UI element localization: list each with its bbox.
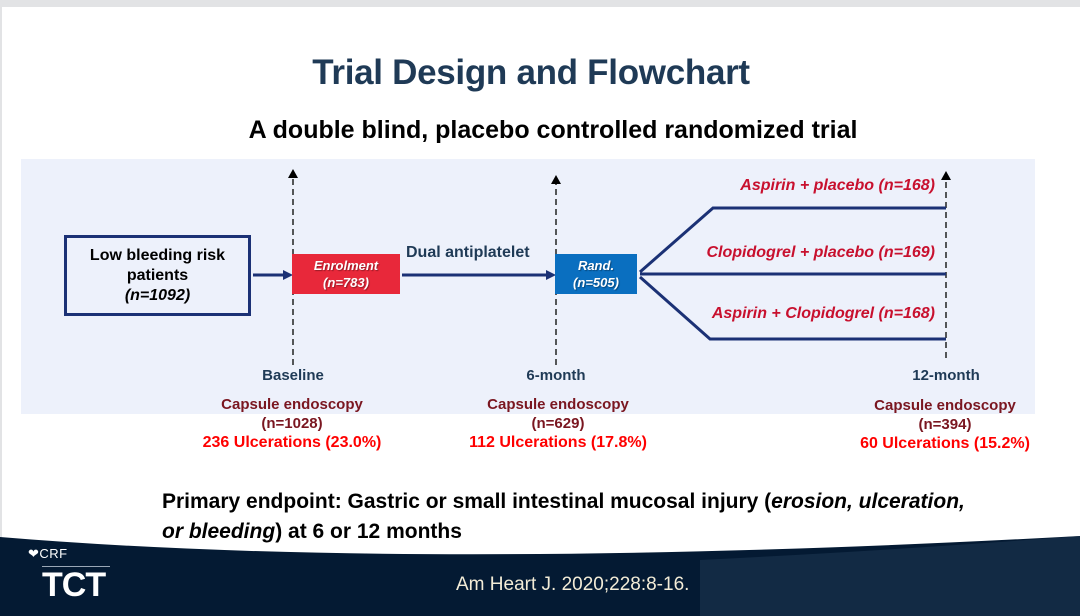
slide-subtitle: A double blind, placebo controlled rando… — [248, 116, 858, 144]
timepoint-label: 12-month — [912, 367, 980, 384]
citation: Am Heart J. 2020;228:8-16. — [456, 574, 690, 595]
primary-endpoint: Primary endpoint: Gastric or small intes… — [162, 487, 982, 547]
arm-label: Aspirin + Clopidogrel (n=168) — [711, 305, 935, 322]
exam-n: (n=1028) — [261, 415, 323, 432]
slide-title: Trial Design and Flowchart — [312, 53, 750, 92]
exam-n: (n=629) — [531, 415, 585, 432]
crf-logo: ❤CRF — [28, 546, 68, 562]
ulceration-result: 236 Ulcerations (23.0%) — [202, 434, 382, 451]
enrolment-box: Enrolment (n=783) — [292, 254, 400, 294]
timepoint-endoscopy: Capsule endoscopy (n=394) 60 Ulcerations… — [825, 396, 1065, 453]
exam-label: Capsule endoscopy — [221, 396, 363, 413]
arrowhead-baseline-icon — [288, 169, 298, 178]
endpoint-italic: erosion, ulceration, or bleeding — [162, 490, 965, 543]
arrowhead-enrolment-icon — [283, 270, 293, 280]
exam-label: Capsule endoscopy — [874, 397, 1016, 414]
footer-band-shade — [700, 536, 1080, 616]
timepoint-endoscopy: Capsule endoscopy (n=1028) 236 Ulceratio… — [172, 395, 412, 452]
source-n: (n=1092) — [124, 286, 191, 304]
source-line2: patients — [126, 266, 189, 284]
ulceration-result: 60 Ulcerations (15.2%) — [860, 435, 1030, 452]
arrowhead-rand-icon — [546, 270, 556, 280]
randomization-n: (n=505) — [573, 275, 619, 290]
source-line1: Low bleeding risk — [89, 246, 226, 264]
exam-n: (n=394) — [918, 416, 972, 433]
arrowhead-6month-icon — [551, 175, 561, 184]
tct-logo: TCT — [42, 566, 106, 604]
endpoint-prefix: Primary endpoint: Gastric or small intes… — [162, 490, 772, 513]
exam-label: Capsule endoscopy — [487, 396, 629, 413]
logo-crf-text: CRF — [39, 546, 68, 561]
timepoint-label: 6-month — [526, 367, 586, 384]
endpoint-suffix: ) at 6 or 12 months — [275, 520, 462, 543]
timepoint-endoscopy: Capsule endoscopy (n=629) 112 Ulceration… — [438, 395, 678, 452]
arrowhead-12month-icon — [941, 171, 951, 180]
enrolment-label: Enrolment — [313, 258, 379, 273]
timepoint-label: Baseline — [262, 367, 324, 384]
randomization-label: Rand. — [577, 258, 615, 273]
logo-divider — [42, 566, 110, 567]
branch-arm-1 — [639, 206, 946, 274]
heart-icon: ❤ — [28, 546, 40, 561]
enrolment-n: (n=783) — [323, 275, 369, 290]
ulceration-result: 112 Ulcerations (17.8%) — [469, 434, 647, 451]
therapy-label: Dual antiplatelet — [406, 244, 530, 261]
branch-arm-3 — [639, 275, 946, 341]
arm-label: Clopidogrel + placebo (n=169) — [706, 244, 936, 261]
source-population-box: Low bleeding risk patients (n=1092) — [64, 235, 251, 316]
randomization-box: Rand. (n=505) — [555, 254, 637, 294]
arm-label: Aspirin + placebo (n=168) — [740, 177, 935, 194]
